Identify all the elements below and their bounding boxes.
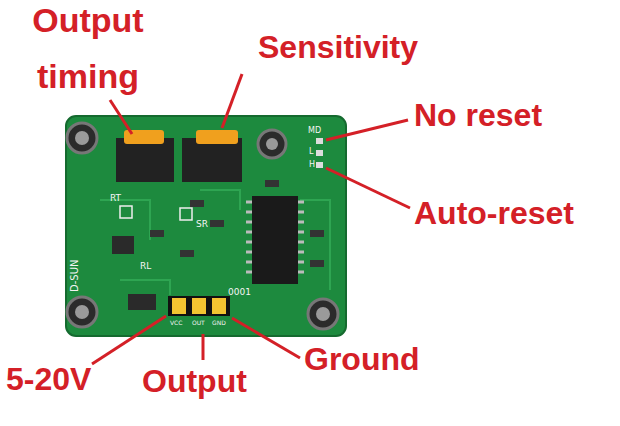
pin-header	[168, 296, 230, 316]
leader-line	[92, 316, 166, 364]
capacitor	[67, 123, 97, 153]
leader-line	[202, 334, 205, 360]
potentiometer-body	[116, 138, 174, 182]
callout-label: Output timing	[0, 0, 176, 104]
board-marking: 0001	[228, 288, 251, 297]
ic-chip	[252, 196, 298, 284]
smd-part	[265, 180, 279, 187]
diode	[128, 294, 156, 310]
smd-part	[190, 200, 204, 207]
pin-name: VCC	[170, 320, 182, 326]
potentiometer-body	[182, 138, 242, 182]
capacitor	[67, 297, 97, 327]
jumper-pad	[316, 138, 323, 144]
pad-outline	[120, 206, 132, 218]
capacitor-top	[316, 307, 330, 321]
callout-label: 5-20V	[6, 360, 91, 398]
capacitor	[258, 130, 286, 158]
header-pin	[192, 298, 206, 314]
smd-part	[180, 250, 194, 257]
pin-name: OUT	[192, 320, 205, 326]
callout-label: Output	[142, 362, 247, 400]
callout-label: No reset	[414, 96, 542, 134]
pcb-trace	[100, 190, 330, 295]
header-pin	[212, 298, 226, 314]
capacitor-top	[75, 305, 89, 319]
smd-part	[310, 260, 324, 267]
board-marking: RT	[110, 194, 121, 203]
leader-line	[326, 120, 408, 140]
leader-line	[222, 74, 242, 128]
pad-outline	[180, 208, 192, 220]
smd-part	[210, 220, 224, 227]
jumper-pad	[316, 150, 323, 156]
ic-pins	[246, 202, 304, 272]
board-marking: D-SUN	[70, 260, 80, 292]
smd-part	[150, 230, 164, 237]
leader-line	[110, 100, 132, 134]
board-marking: SR	[196, 220, 208, 229]
board-marking: MD	[308, 127, 321, 135]
leader-line	[326, 168, 410, 208]
regulator	[112, 236, 134, 254]
leader-line	[232, 318, 300, 358]
board-marking: H	[309, 161, 315, 169]
smd-part	[310, 230, 324, 237]
pin-name: GND	[212, 320, 226, 326]
jumper-pad	[316, 162, 323, 168]
callout-label: Auto-reset	[414, 194, 574, 232]
potentiometer-knob	[196, 130, 238, 144]
capacitor	[308, 299, 338, 329]
capacitor-top	[75, 131, 89, 145]
header-pin	[172, 298, 186, 314]
board-marking: L	[309, 148, 313, 156]
callout-label: Ground	[304, 340, 420, 378]
board-marking: RL	[140, 262, 151, 271]
callout-label: Sensitivity	[258, 28, 418, 66]
capacitor-top	[266, 138, 278, 150]
pcb-board	[66, 116, 346, 336]
